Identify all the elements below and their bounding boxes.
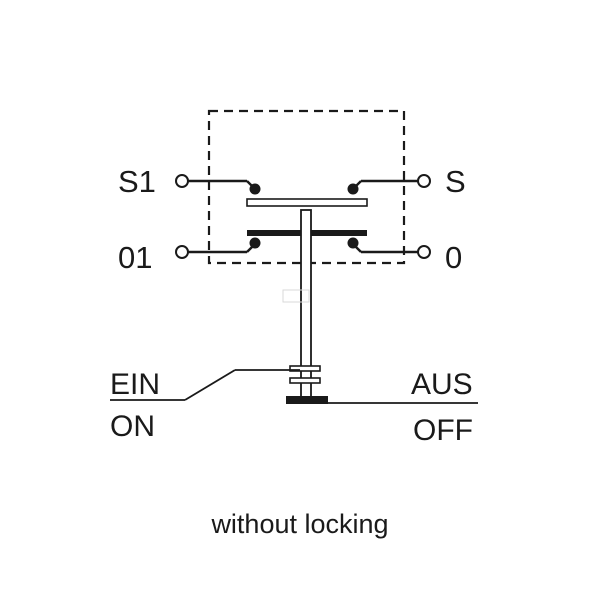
terminal-0 xyxy=(417,245,431,259)
contact-s1 xyxy=(175,174,261,195)
label-s1: S1 xyxy=(118,164,156,199)
label-s: S xyxy=(445,164,466,199)
contact-01 xyxy=(175,237,261,259)
label-off: OFF xyxy=(413,414,473,447)
diagram-caption: without locking xyxy=(210,509,388,539)
label-on: ON xyxy=(110,410,155,443)
dashed-housing xyxy=(207,109,406,265)
label-ein: EIN xyxy=(110,368,160,401)
contact-s xyxy=(347,174,431,195)
label-aus: AUS xyxy=(411,368,473,401)
label-0: 0 xyxy=(445,240,462,275)
shaft-base-plate xyxy=(286,396,328,404)
terminal-s xyxy=(417,174,431,188)
terminal-01 xyxy=(175,245,189,259)
label-01: 01 xyxy=(118,240,152,275)
terminal-s1 xyxy=(175,174,189,188)
shaft-collar xyxy=(289,365,321,384)
contact-0 xyxy=(347,237,431,259)
on-position-line xyxy=(110,369,300,401)
upper-contact-bridge xyxy=(246,198,368,207)
